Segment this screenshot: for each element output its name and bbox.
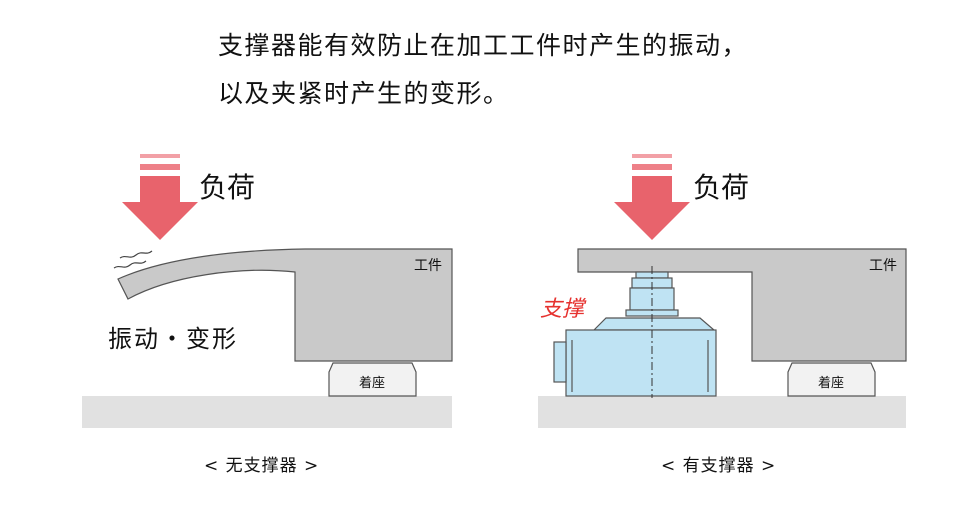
left-seat-label: 着座 bbox=[359, 376, 386, 391]
left-caption: < 无支撑器 > bbox=[204, 456, 320, 476]
vibration-deformation-label: 振动・变形 bbox=[108, 325, 238, 353]
left-load-arrow-icon bbox=[122, 154, 198, 240]
left-seat-block bbox=[328, 362, 417, 397]
headline-line-2: 以及夹紧时产生的变形。 bbox=[218, 79, 510, 108]
left-load-label: 负荷 bbox=[199, 171, 256, 204]
left-workpiece-label: 工件 bbox=[414, 258, 442, 274]
right-seat-label: 着座 bbox=[818, 376, 845, 391]
right-load-label: 负荷 bbox=[693, 171, 750, 204]
right-seat-block bbox=[787, 362, 876, 397]
left-base-plate bbox=[82, 396, 452, 428]
support-label: 支撑 bbox=[540, 297, 585, 322]
right-caption: < 有支撑器 > bbox=[661, 456, 777, 476]
right-panel bbox=[538, 154, 907, 428]
support-device bbox=[553, 266, 717, 398]
right-workpiece-label: 工件 bbox=[869, 258, 897, 274]
vibration-mark-icon bbox=[113, 260, 147, 269]
vibration-mark-icon bbox=[119, 250, 153, 259]
right-workpiece bbox=[577, 248, 907, 362]
right-base-plate bbox=[538, 396, 906, 428]
headline-line-1: 支撑器能有效防止在加工工件时产生的振动， bbox=[218, 31, 749, 60]
right-load-arrow-icon bbox=[614, 154, 690, 240]
left-panel bbox=[82, 154, 453, 428]
left-workpiece-deformed bbox=[117, 248, 453, 362]
